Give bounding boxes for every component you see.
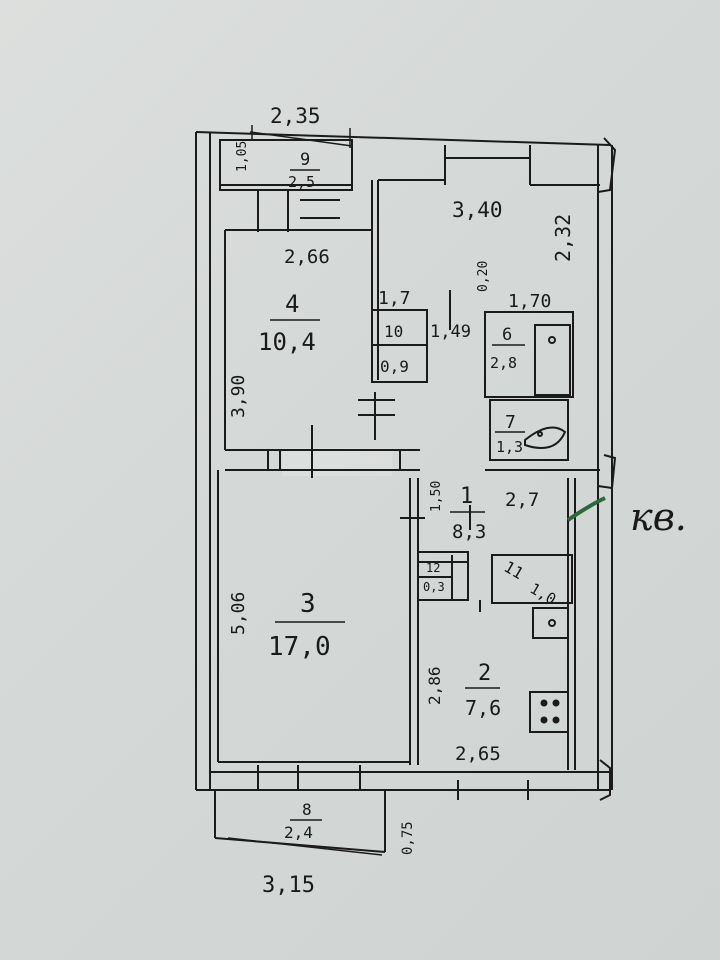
dim-right-height: 2,32 — [551, 214, 575, 262]
room-9-area: 2,5 — [288, 173, 315, 191]
room-9-number: 9 — [300, 150, 310, 170]
apartment-mark-text: кв. — [630, 495, 687, 539]
room-4-number: 4 — [285, 290, 299, 318]
dim-kitchen-height: 2,86 — [425, 666, 444, 705]
room-2-area: 7,6 — [465, 696, 501, 720]
dim-balcony-depth: 0,75 — [400, 821, 416, 855]
dim-toilet-width: 1,49 — [430, 322, 471, 342]
room-12-number: 12 — [426, 561, 440, 575]
room-3-area: 17,0 — [268, 632, 331, 662]
dim-top-mid-width: 3,40 — [452, 198, 503, 222]
room-6-number: 6 — [502, 325, 512, 345]
room-10-area: 0,9 — [380, 357, 409, 376]
walls — [195, 131, 617, 853]
dim-hall-width: 2,7 — [505, 489, 539, 511]
room-1-area: 8,3 — [452, 521, 486, 543]
dim-hall-height: 1,50 — [429, 481, 444, 512]
dim-bath-width: 1,70 — [508, 291, 551, 312]
dim-room3-height: 5,06 — [228, 592, 249, 635]
dim-left-small-height: 1,05 — [235, 141, 250, 172]
room-8-area: 2,4 — [284, 823, 313, 842]
room-3-number: 3 — [300, 589, 316, 619]
dim-bottom-width: 3,15 — [262, 873, 315, 898]
dim-corridor-height: 0,20 — [476, 261, 491, 292]
room-10-number: 10 — [384, 322, 403, 341]
dim-corridor-width: 1,7 — [378, 288, 411, 309]
dim-room4-width: 2,66 — [284, 246, 330, 268]
dim-room4-height: 3,90 — [228, 375, 249, 418]
room-8-number: 8 — [302, 800, 312, 819]
room-11-area: 1,0 — [527, 579, 559, 608]
dim-kitchen-width: 2,65 — [455, 743, 501, 765]
dim-top-width: 2,35 — [270, 104, 321, 128]
room-1-number: 1 — [460, 484, 473, 509]
room-7-area: 1,3 — [496, 438, 523, 456]
room-6-area: 2,8 — [490, 354, 517, 372]
dimension-lines — [227, 125, 383, 856]
room-2-number: 2 — [478, 661, 491, 686]
room-11-number: 11 — [501, 557, 527, 583]
apartment-mark: кв. — [566, 495, 687, 539]
room-7-number: 7 — [505, 412, 516, 433]
watermark — [282, 448, 392, 476]
dimension-labels: 2,35 1,05 3,40 2,32 2,66 1,7 0,20 1,70 1… — [228, 104, 575, 898]
room-12-area: 0,3 — [423, 580, 445, 594]
room-4-area: 10,4 — [258, 328, 316, 356]
